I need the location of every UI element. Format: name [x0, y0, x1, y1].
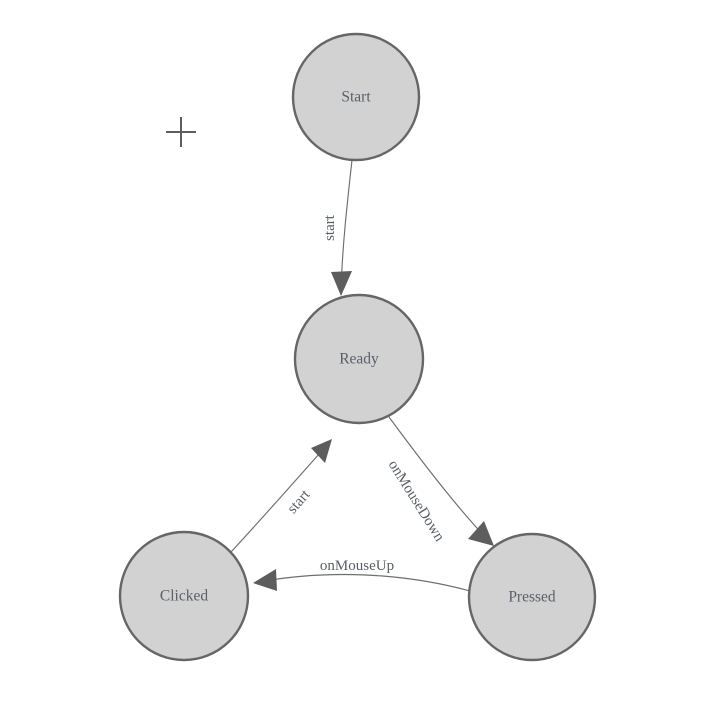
- arrowhead-icon: [253, 569, 277, 591]
- arrowhead-icon: [311, 439, 332, 463]
- node-shape[interactable]: [293, 293, 425, 425]
- edge-ready-to-pressed[interactable]: onMouseDown: [385, 416, 494, 546]
- arrowhead-icon: [331, 271, 352, 296]
- edge-line[interactable]: [230, 443, 329, 553]
- crosshair-icon: [166, 117, 196, 147]
- nodes-layer: Start Ready Clicked Pressed: [118, 32, 597, 662]
- node-clicked[interactable]: Clicked: [118, 530, 250, 662]
- edge-label-ready-to-pressed: onMouseDown: [385, 458, 448, 545]
- node-ready[interactable]: Ready: [293, 293, 425, 425]
- node-shape[interactable]: [291, 32, 421, 162]
- node-pressed[interactable]: Pressed: [467, 532, 597, 662]
- edge-pressed-to-clicked[interactable]: onMouseUp: [253, 558, 471, 592]
- edge-label-clicked-to-ready: start: [284, 486, 314, 517]
- edge-start-to-ready[interactable]: start: [322, 159, 353, 296]
- node-shape[interactable]: [118, 530, 250, 662]
- edge-line[interactable]: [258, 573, 471, 592]
- arrowhead-icon: [468, 521, 494, 546]
- node-start[interactable]: Start: [291, 32, 421, 162]
- edge-label-pressed-to-clicked: onMouseUp: [320, 558, 394, 574]
- edge-clicked-to-ready[interactable]: start: [230, 439, 332, 553]
- edge-label-start-to-ready: start: [322, 214, 338, 241]
- edge-line[interactable]: [388, 416, 490, 542]
- node-shape[interactable]: [467, 532, 597, 662]
